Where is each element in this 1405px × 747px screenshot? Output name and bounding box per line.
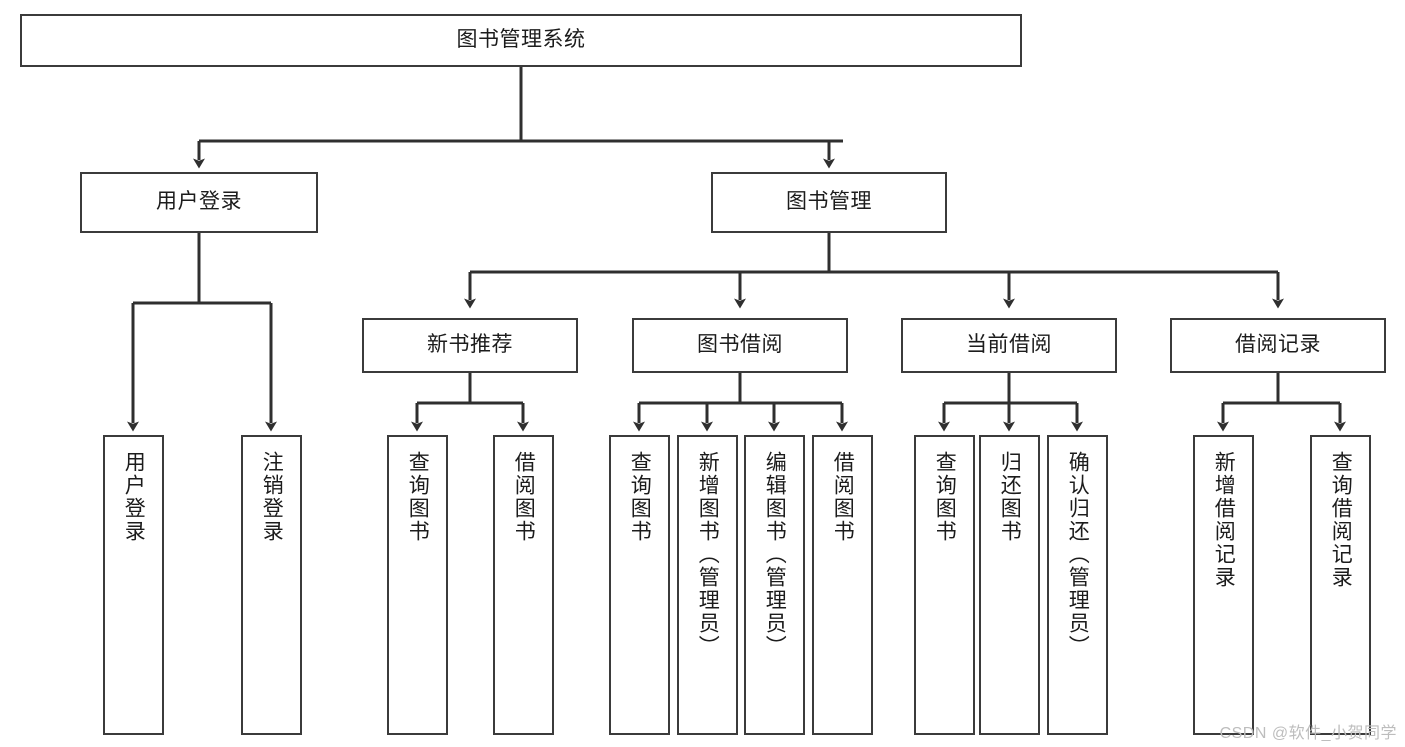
- node-label: 查询图书: [406, 451, 430, 543]
- leaf-borrow-book-recommend[interactable]: 借阅图书: [493, 435, 554, 735]
- leaf-query-book-borrow[interactable]: 查询图书: [609, 435, 670, 735]
- node-new-book-recommend[interactable]: 新书推荐: [362, 318, 578, 373]
- node-root-system[interactable]: 图书管理系统: [20, 14, 1022, 67]
- node-label: 借阅记录: [1235, 333, 1321, 357]
- node-label: 图书管理: [786, 190, 872, 214]
- leaf-add-book-admin[interactable]: 新增图书（管理员）: [677, 435, 738, 735]
- node-label: 编辑图书（管理员）: [763, 451, 787, 658]
- leaf-logout[interactable]: 注销登录: [241, 435, 302, 735]
- node-label: 用户登录: [122, 451, 146, 543]
- node-label: 归还图书: [998, 451, 1022, 543]
- node-label: 新书推荐: [427, 333, 513, 357]
- node-book-management[interactable]: 图书管理: [711, 172, 947, 233]
- node-borrow-record[interactable]: 借阅记录: [1170, 318, 1386, 373]
- node-label: 新增图书（管理员）: [696, 451, 720, 658]
- leaf-confirm-return-admin[interactable]: 确认归还（管理员）: [1047, 435, 1108, 735]
- node-user-login[interactable]: 用户登录: [80, 172, 318, 233]
- node-label: 借阅图书: [512, 451, 536, 543]
- leaf-edit-book-admin[interactable]: 编辑图书（管理员）: [744, 435, 805, 735]
- node-label: 查询图书: [933, 451, 957, 543]
- leaf-return-book[interactable]: 归还图书: [979, 435, 1040, 735]
- node-book-borrow[interactable]: 图书借阅: [632, 318, 848, 373]
- node-label: 借阅图书: [831, 451, 855, 543]
- node-label: 注销登录: [260, 451, 284, 543]
- node-label: 确认归还（管理员）: [1066, 451, 1090, 658]
- node-label: 用户登录: [156, 190, 242, 214]
- node-current-borrow[interactable]: 当前借阅: [901, 318, 1117, 373]
- node-label: 新增借阅记录: [1212, 451, 1236, 589]
- leaf-add-borrow-record[interactable]: 新增借阅记录: [1193, 435, 1254, 735]
- node-label: 查询借阅记录: [1329, 451, 1353, 589]
- leaf-user-login[interactable]: 用户登录: [103, 435, 164, 735]
- leaf-borrow-book[interactable]: 借阅图书: [812, 435, 873, 735]
- leaf-query-book-current[interactable]: 查询图书: [914, 435, 975, 735]
- node-label: 当前借阅: [966, 333, 1052, 357]
- leaf-query-book-recommend[interactable]: 查询图书: [387, 435, 448, 735]
- node-label: 图书借阅: [697, 333, 783, 357]
- node-label: 图书管理系统: [456, 28, 586, 52]
- leaf-query-borrow-record[interactable]: 查询借阅记录: [1310, 435, 1371, 735]
- node-label: 查询图书: [628, 451, 652, 543]
- watermark: CSDN @软件_小贺同学: [1219, 725, 1397, 742]
